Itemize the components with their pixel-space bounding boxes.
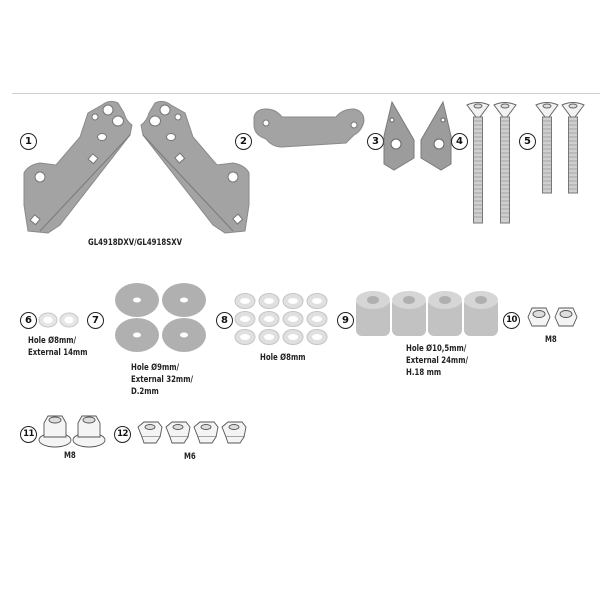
part-12-caption: M6 [184,452,196,462]
part-6-caption-line-1: Hole Ø8mm/ [28,336,77,346]
part-11-caption: M8 [64,451,76,461]
small-washers-image [38,311,82,329]
flange-nuts-image [38,413,108,451]
part-number-12: 12 [114,426,131,443]
washers-grid-image [234,292,330,348]
part-7-caption-line-3: D.2mm [131,387,159,397]
part-number-5: 5 [519,133,536,150]
bracket-right-image [138,95,253,235]
part-9-caption-line-3: H.18 mm [406,368,442,378]
spacers-image [355,290,500,340]
part-number-2: 2 [235,133,252,150]
cage-nuts-image [136,419,251,447]
part-7-caption-line-1: Hole Ø9mm/ [131,363,180,373]
small-plate-right-image [417,100,453,172]
part-number-1: 1 [20,133,37,150]
part-number-11: 11 [20,426,37,443]
part-number-4: 4 [451,133,468,150]
bracket-left-image [20,95,135,235]
part-9-caption-line-1: Hole Ø10,5mm/ [406,344,467,354]
part-8-caption: Hole Ø8mm [260,353,306,363]
part-10-caption: M8 [545,335,557,345]
large-washers-image [112,282,212,354]
lock-nuts-image [524,305,582,329]
part-number-9: 9 [337,312,354,329]
part-1-caption: GL4918DXV/GL4918SXV [88,238,183,248]
part-number-10: 10 [503,312,520,329]
part-number-6: 6 [20,312,37,329]
part-number-7: 7 [87,312,104,329]
part-6-caption-line-2: External 14mm [28,348,88,358]
connecting-plate-image [250,105,368,155]
short-screws-image [535,101,590,196]
part-9-caption-line-2: External 24mm/ [406,356,469,366]
part-number-8: 8 [216,312,233,329]
long-screws-image [466,101,524,226]
small-plate-left-image [382,100,418,172]
part-7-caption-line-2: External 32mm/ [131,375,194,385]
divider-line [12,93,600,94]
